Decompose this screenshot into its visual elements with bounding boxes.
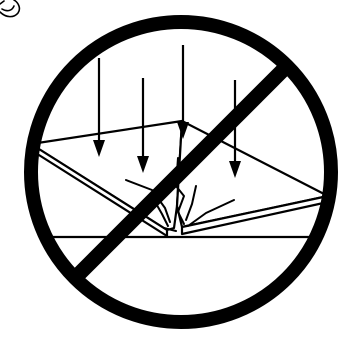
corner-partial-icon xyxy=(0,0,19,17)
down-arrow-3 xyxy=(177,45,189,139)
down-arrow-1 xyxy=(93,58,105,157)
panel-left-half xyxy=(31,121,182,236)
